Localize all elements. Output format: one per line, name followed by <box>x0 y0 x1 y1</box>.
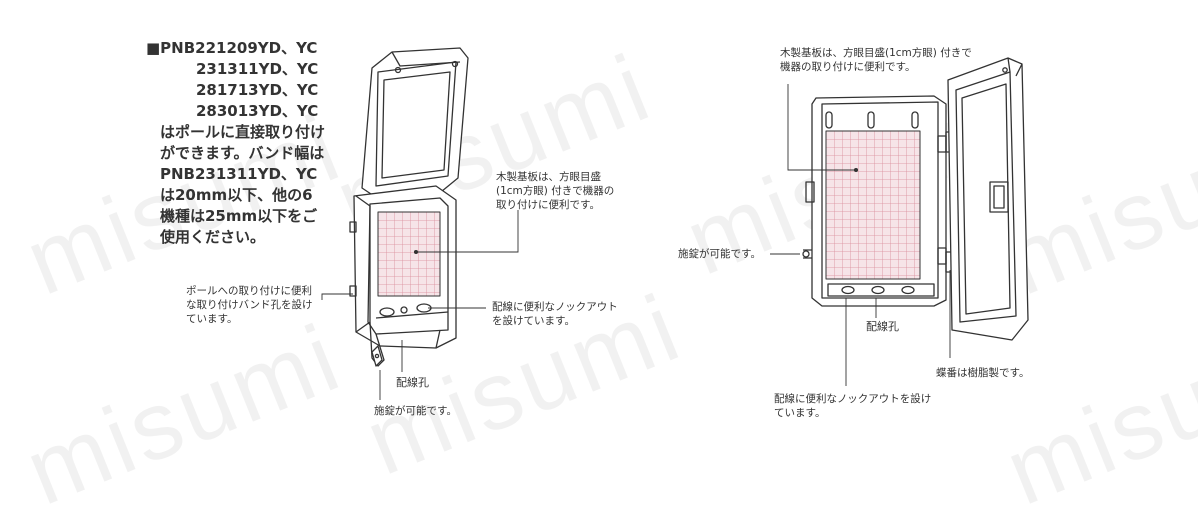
right-lock-note: 施錠が可能です。 <box>678 248 761 260</box>
left-band-note: ポールへの取り付けに便利 な取り付けバンド孔を設け ています。 <box>186 285 313 325</box>
right-hinge-note: 蝶番は樹脂製です。 <box>936 367 1030 379</box>
right-knockouts <box>827 283 935 297</box>
right-knockout-note: 配線に便利なノックアウトを設け ています。 <box>774 393 932 419</box>
left-wiring-hole-label: 配線孔 <box>396 376 429 389</box>
left-lock-note: 施錠が可能です。 <box>374 405 457 417</box>
intro-line: ■PNB221209YD、YC <box>146 39 318 57</box>
lock-hole-icon <box>802 250 810 258</box>
left-knockout-note: 配線に便利なノックアウト を設けています。 <box>492 301 618 327</box>
intro-line: 283013YD、YC <box>196 102 319 120</box>
intro-line: PNB231311YD、YC <box>160 165 318 183</box>
left-open-lid <box>361 47 469 201</box>
intro-line: 281713YD、YC <box>196 81 319 99</box>
right-board-note: 木製基板は、方眼目盛(1cm方眼) 付きで 機器の取り付けに便利です。 <box>780 47 972 73</box>
right-open-door <box>947 57 1029 341</box>
left-leaders <box>321 210 519 400</box>
intro-line: 231311YD、YC <box>196 60 319 78</box>
left-lock-tab <box>371 345 383 367</box>
intro-line: はポールに直接取り付け <box>160 123 326 141</box>
right-wood-board <box>825 130 921 280</box>
lock-hole-icon <box>374 353 380 359</box>
left-wood-board <box>377 211 441 297</box>
intro-line: 機種は25mm以下をご <box>160 207 318 225</box>
right-wiring-hole-label: 配線孔 <box>866 320 899 333</box>
diagram-canvas <box>321 47 1029 400</box>
intro-text: ■PNB221209YD、YC 231311YD、YC 281713YD、YC … <box>146 38 356 248</box>
right-leaders <box>770 84 951 386</box>
intro-line: ができます。バンド幅は <box>160 144 325 162</box>
intro-line: 使用ください。 <box>160 228 266 246</box>
left-enclosure <box>349 47 469 367</box>
left-board-note: 木製基板は、方眼目盛 (1cm方眼) 付きで機器の 取り付けに便利です。 <box>496 171 615 211</box>
right-top-slots <box>825 111 919 129</box>
intro-line: は20mm以下、他の6 <box>160 186 313 204</box>
right-enclosure <box>802 57 1029 341</box>
